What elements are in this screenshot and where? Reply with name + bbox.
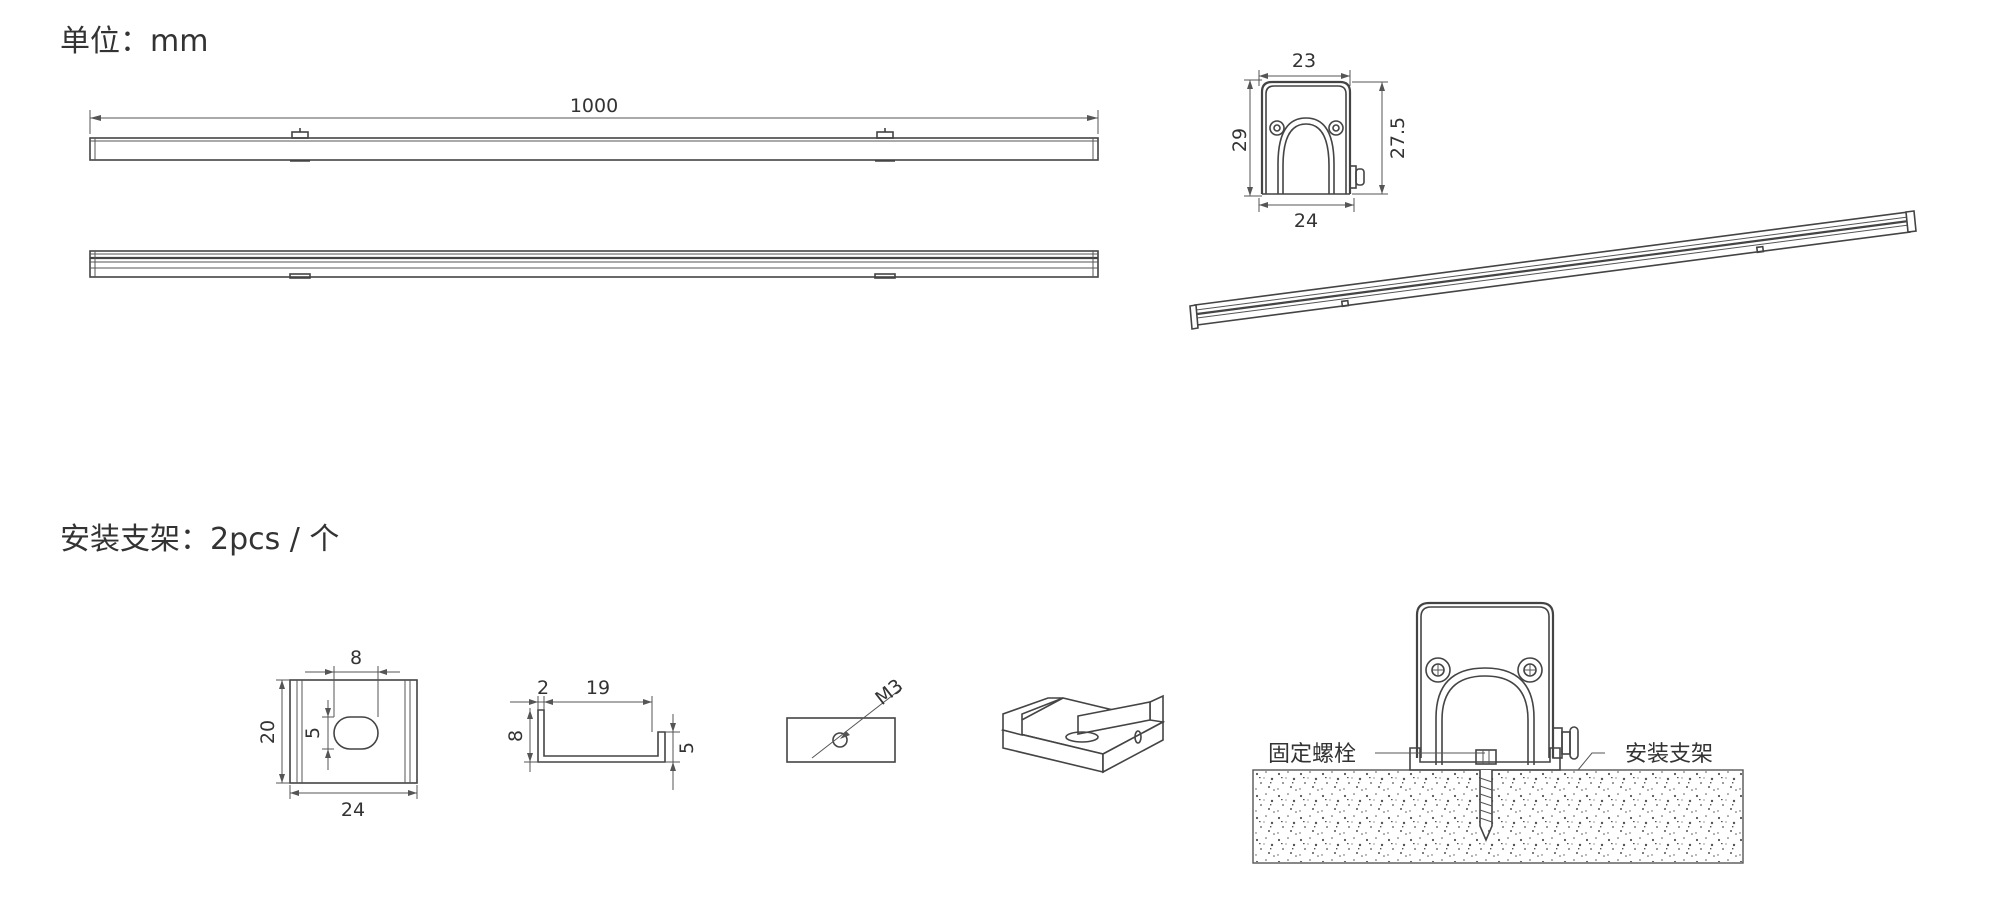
thread-label: M3	[871, 675, 907, 710]
profile-hook-label: 5	[676, 742, 698, 754]
installation-view: 固定螺栓 安装支架	[1252, 601, 1744, 864]
bar-perspective	[1189, 210, 1917, 330]
section-top-width-label: 23	[1292, 50, 1316, 72]
bracket-callout: 安装支架	[1625, 742, 1713, 767]
profile-lip-label: 2	[537, 677, 549, 699]
bracket-3d-view	[1000, 694, 1166, 774]
bar-side-view	[89, 250, 1099, 279]
section-left-height-label: 29	[1229, 128, 1251, 152]
bracket-heading: 安装支架：2pcs / 个	[60, 522, 340, 557]
nut-view: M3	[786, 675, 907, 763]
bar-top-view: 1000	[89, 95, 1099, 162]
profile-height-label: 8	[505, 730, 527, 742]
bracket-front-view: 8 5 20 24	[257, 647, 418, 821]
slot-height-label: 5	[302, 727, 324, 739]
unit-heading: 单位：mm	[60, 24, 209, 59]
profile-length-label: 19	[586, 677, 610, 699]
length-label: 1000	[570, 95, 618, 117]
section-bottom-width-label: 24	[1294, 210, 1318, 232]
cross-section: 23 29 27.5 24	[1229, 50, 1409, 232]
bracket-profile-view: 2 19 8 5	[505, 677, 698, 790]
slot-width-label: 8	[350, 647, 362, 669]
section-right-height-label: 27.5	[1387, 117, 1409, 159]
bolt-callout: 固定螺栓	[1268, 742, 1356, 767]
bracket-width-label: 24	[341, 799, 365, 821]
bracket-height-label: 20	[257, 720, 279, 744]
bracket-leader-line	[1577, 752, 1605, 771]
